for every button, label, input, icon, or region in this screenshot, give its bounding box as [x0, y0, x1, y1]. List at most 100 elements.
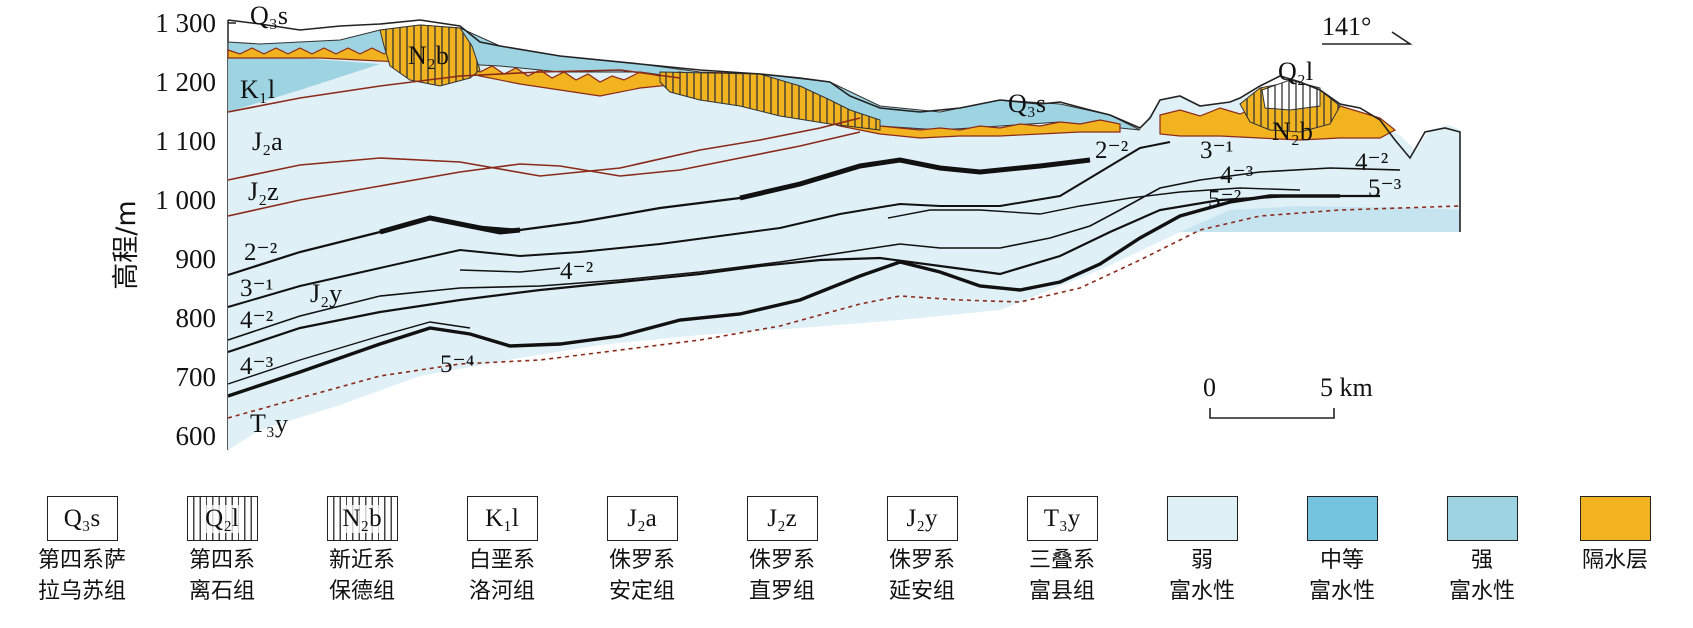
label-seam: 4⁻³: [240, 353, 274, 380]
legend-item-strong: 强 富水性: [1407, 490, 1557, 607]
legend-symbol: Q₃s: [63, 504, 101, 532]
orientation-indicator: 141°: [1322, 12, 1413, 45]
ground-surface: [227, 19, 1461, 232]
label-seam: 4⁻²: [560, 258, 593, 285]
label-n2b-right: N₂b: [1272, 117, 1313, 146]
legend-label: 侏罗系: [888, 548, 955, 573]
scale-bar-start: 0: [1203, 373, 1216, 402]
label-j2y: J₂y: [310, 279, 342, 308]
legend-label: 直罗组: [748, 579, 815, 604]
legend-label: 富水性: [1168, 579, 1235, 604]
label-seam: 5⁻²: [1208, 186, 1241, 213]
legend-item-j2a: J₂a 侏罗系 安定组: [567, 490, 717, 607]
label-seam: 2⁻²: [244, 239, 277, 266]
legend-label: 富水性: [1308, 579, 1375, 604]
cross-section-diagram: 1 300 1 200 1 100 1 000 900 800 700 600 …: [111, 1, 1461, 451]
legend-swatch: J₂a: [606, 496, 678, 541]
legend-swatch: N₂b: [326, 496, 398, 541]
legend-swatch: K₁l: [466, 496, 538, 541]
label-seam: 3⁻¹: [1200, 137, 1233, 164]
legend-label: 侏罗系: [608, 548, 675, 573]
legend-label: 第四系萨: [37, 548, 126, 573]
label-j2z: J₂z: [248, 177, 279, 206]
orientation-label: 141°: [1322, 12, 1371, 41]
label-j2a: J₂a: [252, 127, 283, 156]
legend-swatch: T₃y: [1026, 496, 1098, 541]
legend-item-aquiclude: 隔水层: [1540, 490, 1690, 576]
legend-symbol: T₃y: [1043, 504, 1081, 532]
legend-swatch: J₂y: [886, 496, 958, 541]
legend: Q₃s 第四系萨 拉乌苏组 Q₂l 第四系 离石组 N₂b 新近系 保德组 K₁…: [0, 490, 1693, 628]
label-seam: 2⁻²: [1095, 137, 1128, 164]
legend-label: 弱: [1190, 548, 1213, 573]
n2b-formation-body-mid: [659, 71, 881, 131]
legend-item-q2l: Q₂l 第四系 离石组: [147, 490, 297, 607]
label-seam: 3⁻¹: [240, 275, 273, 302]
legend-label: 新近系: [328, 548, 395, 573]
legend-swatch: Q₃s: [46, 496, 118, 541]
y-axis: 1 300 1 200 1 100 1 000 900 800 700 600 …: [111, 8, 236, 451]
q2l-formation-body: [1261, 79, 1321, 111]
y-tick-label: 1 200: [155, 67, 216, 97]
legend-item-j2z: J₂z 侏罗系 直罗组: [707, 490, 857, 607]
legend-symbol: J₂a: [627, 504, 657, 532]
legend-label: 延安组: [888, 579, 955, 604]
legend-label: 拉乌苏组: [37, 579, 126, 604]
legend-label: 保德组: [328, 579, 395, 604]
y-tick-label: 1 300: [155, 8, 216, 38]
legend-swatch: [1166, 496, 1238, 541]
scale-bar-end: 5 km: [1320, 373, 1373, 402]
y-tick-label: 900: [176, 244, 217, 274]
legend-label: 强: [1470, 548, 1493, 573]
legend-label: 富县组: [1028, 579, 1095, 604]
y-tick-label: 600: [176, 421, 217, 451]
legend-symbol: J₂z: [767, 504, 797, 532]
n2b-formation-body: [379, 24, 481, 87]
legend-item-k1l: K₁l 白垩系 洛河组: [427, 490, 577, 607]
weak-aquifer-deep: [1180, 206, 1460, 232]
legend-symbol: Q₂l: [205, 504, 239, 533]
legend-swatch: [1579, 496, 1651, 541]
legend-label: 安定组: [608, 579, 675, 604]
legend-label: 富水性: [1448, 579, 1515, 604]
label-seam: 5⁻³: [1368, 175, 1402, 202]
legend-label: 第四系: [188, 548, 255, 573]
scale-bar: 0 5 km: [1203, 373, 1373, 419]
legend-item-t3y: T₃y 三叠系 富县组: [987, 490, 1137, 607]
legend-label: 白垩系: [468, 548, 535, 573]
legend-label: 中等: [1319, 548, 1364, 573]
legend-swatch: [1446, 496, 1518, 541]
legend-symbol: J₂y: [906, 504, 938, 532]
label-seam: 5⁻⁴: [440, 351, 475, 378]
y-tick-label: 1 000: [155, 185, 216, 215]
legend-label: 三叠系: [1028, 548, 1095, 573]
label-seam: 4⁻²: [240, 307, 273, 334]
legend-label: 离石组: [188, 579, 255, 604]
orientation-arrow: [1322, 31, 1413, 45]
legend-symbol: N₂b: [342, 504, 382, 533]
y-axis-title: 高程/m: [111, 200, 142, 289]
legend-label: 隔水层: [1581, 548, 1648, 573]
legend-swatch: J₂z: [746, 496, 818, 541]
label-q3s-top: Q₃s: [250, 1, 288, 30]
label-q2l: Q₂l: [1278, 57, 1313, 86]
legend-swatch: Q₂l: [186, 496, 258, 541]
legend-item-weak: 弱 富水性: [1127, 490, 1277, 607]
y-tick-label: 1 100: [155, 126, 216, 156]
label-k1l: K₁l: [240, 75, 275, 104]
label-seam: 4⁻³: [1220, 162, 1254, 189]
legend-label: 侏罗系: [748, 548, 815, 573]
legend-swatch: [1306, 496, 1378, 541]
label-n2b: N₂b: [408, 41, 449, 70]
legend-symbol: K₁l: [485, 504, 519, 532]
label-t3y: T₃y: [250, 409, 288, 438]
label-seam: 4⁻²: [1355, 149, 1388, 176]
legend-item-medium: 中等 富水性: [1267, 490, 1417, 607]
legend-item-n2b: N₂b 新近系 保德组: [287, 490, 437, 607]
legend-item-q3s: Q₃s 第四系萨 拉乌苏组: [7, 490, 157, 607]
coal-seams: [227, 141, 1401, 398]
y-tick-label: 800: [176, 303, 217, 333]
legend-label: 洛河组: [468, 579, 535, 604]
strong-aquifer-left: [228, 56, 380, 112]
legend-item-j2y: J₂y 侏罗系 延安组: [847, 490, 997, 607]
